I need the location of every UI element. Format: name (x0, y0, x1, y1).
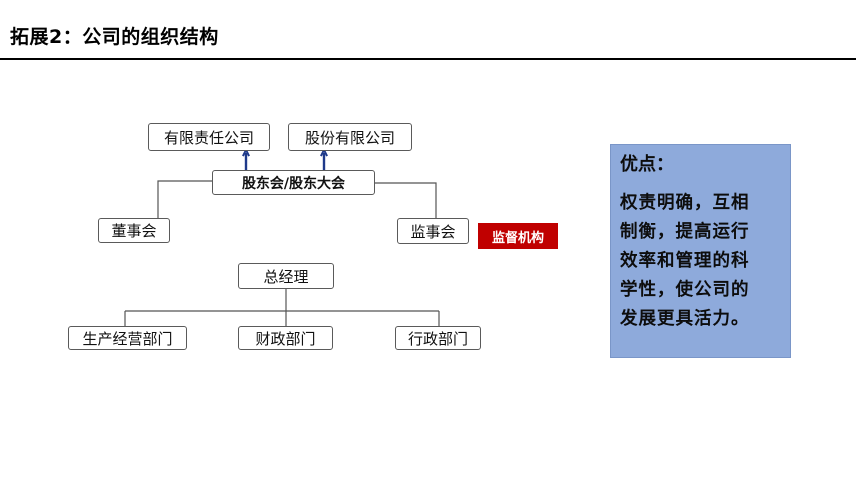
advantages-line: 学性，使公司的 (620, 280, 750, 300)
advantages-panel: 优点： 权责明确，互相 制衡，提高运行 效率和管理的科 学性，使公司的 发展更具… (610, 144, 791, 358)
node-manager: 总经理 (238, 263, 334, 289)
advantages-body: 权责明确，互相 制衡，提高运行 效率和管理的科 学性，使公司的 发展更具活力。 (620, 189, 782, 334)
line-shareholders-to-board (157, 180, 212, 218)
advantages-heading: 优点： (620, 154, 674, 175)
line-shareholders-to-supervisors (375, 182, 437, 218)
supervisors-tag: 监督机构 (478, 223, 558, 249)
title-underline (0, 58, 856, 60)
node-finance: 财政部门 (238, 326, 333, 350)
node-supervisors: 监事会 (397, 218, 469, 244)
advantages-line: 发展更具活力。 (620, 309, 750, 329)
node-llc: 有限责任公司 (148, 123, 270, 151)
advantages-line: 权责明确，互相 (620, 193, 750, 213)
advantages-line: 效率和管理的科 (620, 251, 750, 271)
advantages-line: 制衡，提高运行 (620, 222, 750, 242)
node-admin: 行政部门 (395, 326, 481, 350)
node-shareholders: 股东会/股东大会 (212, 170, 375, 195)
page-title: 拓展2：公司的组织结构 (10, 26, 219, 48)
node-jsc: 股份有限公司 (288, 123, 412, 151)
node-production: 生产经营部门 (68, 326, 187, 350)
node-board: 董事会 (98, 218, 170, 243)
